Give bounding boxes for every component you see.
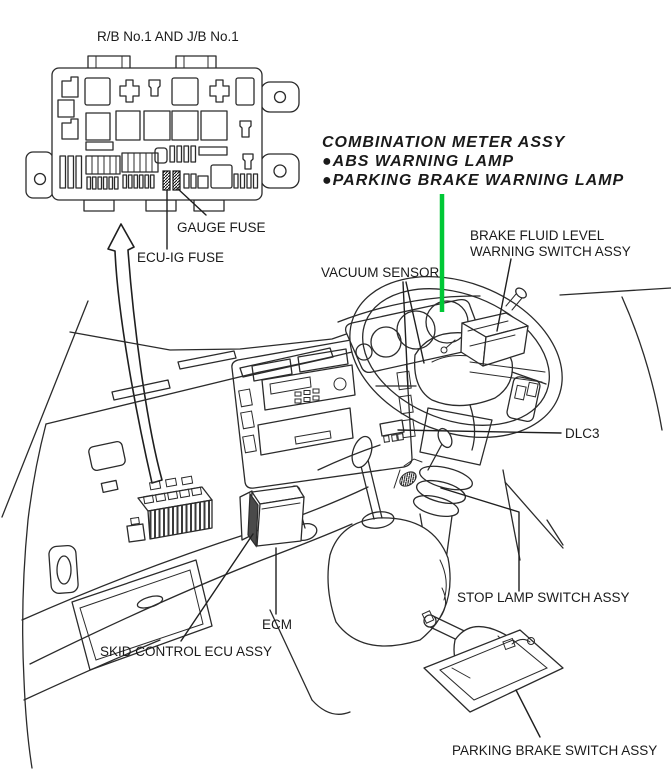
fuse-box-relays-row2 [57, 99, 252, 141]
gauge-fuse-label: GAUGE FUSE [177, 220, 266, 235]
vacuum-sensor-label: VACUUM SENSOR [321, 265, 440, 280]
fuse-box-relays-row1 [61, 76, 255, 106]
gauge-fuse-slot [172, 170, 181, 191]
parking-brake-assembly [421, 610, 564, 713]
fuse-box-row3 [85, 141, 228, 164]
dash-left-edge [22, 423, 47, 769]
steering-column [412, 407, 493, 561]
vacuum-sensor-leader-2 [405, 281, 425, 364]
stop-lamp-leader [440, 487, 520, 592]
shifter-console [269, 435, 451, 715]
dash-vent [88, 441, 126, 471]
fuse-box-body [51, 67, 263, 201]
skid-control-leader [180, 533, 254, 642]
fuse-box-fuse-row [59, 152, 259, 191]
steering-hub-pad [413, 332, 514, 407]
gauge-dial [396, 310, 436, 350]
skid-control-label: SKID CONTROL ECU ASSY [100, 644, 272, 659]
stop-lamp-label: STOP LAMP SWITCH ASSY [457, 590, 630, 605]
right-dash-trim [469, 287, 671, 561]
side-vent [48, 544, 79, 594]
radio-knob [333, 377, 347, 391]
ecu-ig-fuse-label: ECU-IG FUSE [137, 250, 224, 265]
dlc3-connector [379, 419, 405, 443]
parking-brake-label: PARKING BRAKE SWITCH ASSY [452, 743, 657, 758]
component-labels: BRAKE FLUID LEVEL WARNING SWITCH ASSY VA… [100, 228, 657, 758]
ecm-box [239, 485, 305, 548]
stop-lamp-switch [393, 458, 423, 489]
vacuum-sensor-leader-1 [402, 281, 409, 389]
instrument-cluster [337, 295, 484, 374]
brake-fluid-switch [440, 287, 529, 367]
ecm-label: ECM [262, 617, 292, 632]
junction-block-location [126, 475, 213, 543]
radio-panel [261, 364, 356, 411]
combination-meter-title: COMBINATION METER ASSY [322, 134, 566, 151]
gauge-fuse-leader [176, 187, 207, 216]
dlc3-leader [397, 429, 562, 434]
brake-fluid-label-line2: WARNING SWITCH ASSY [470, 244, 631, 259]
a-pillar-line [1, 300, 89, 518]
parking-brake-leader [515, 689, 541, 738]
parking-brake-pedal-plate [423, 629, 564, 713]
parking-brake-warning-lamp-item: ●PARKING BRAKE WARNING LAMP [322, 172, 624, 189]
fuse-box-title: R/B No.1 AND J/B No.1 [97, 29, 239, 44]
leader-lines [180, 258, 562, 738]
ecu-ig-fuse-slot [162, 170, 171, 191]
combination-meter-annotation: COMBINATION METER ASSY ●ABS WARNING LAMP… [322, 134, 624, 312]
abs-warning-lamp-item: ●ABS WARNING LAMP [322, 153, 514, 170]
brake-fluid-label-line1: BRAKE FLUID LEVEL [470, 228, 605, 243]
glove-box [71, 559, 213, 671]
fuse-box-diagram: R/B No.1 AND J/B No.1 GAUGE FUSE ECU-IG … [25, 29, 300, 265]
brake-fluid-leader [496, 258, 512, 332]
dlc3-label: DLC3 [565, 426, 600, 441]
dashboard-art [1, 275, 671, 769]
